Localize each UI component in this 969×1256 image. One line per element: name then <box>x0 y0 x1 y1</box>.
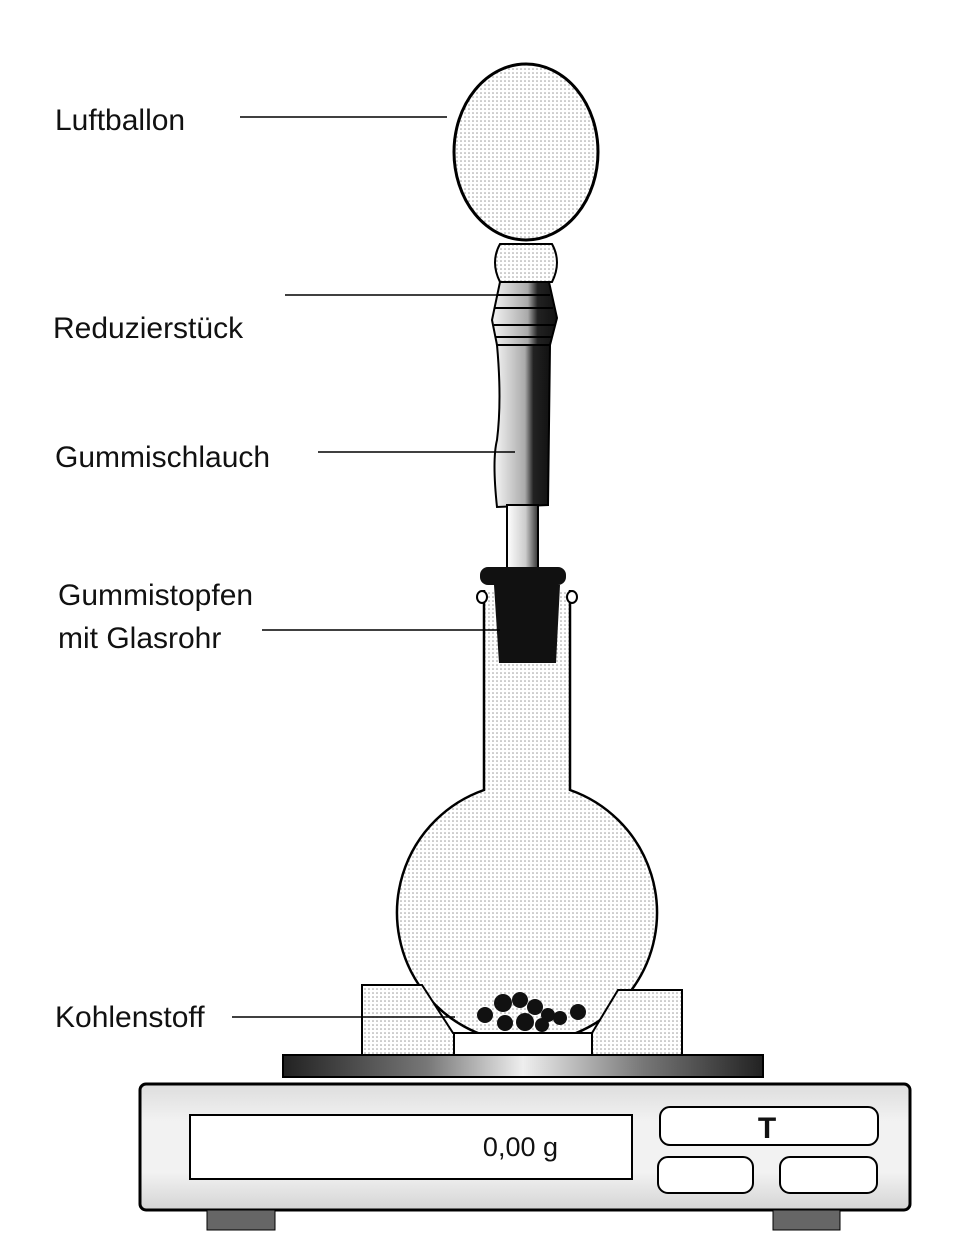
rubber-hose <box>493 344 552 509</box>
scale-foot-left <box>206 1209 276 1231</box>
label-hose: Gummischlauch <box>55 441 270 474</box>
carbon-pieces <box>477 992 586 1032</box>
display-value: 0,00 g <box>483 1132 558 1162</box>
leader-lines <box>232 116 515 1018</box>
scale-display <box>189 1114 633 1180</box>
tare-label: T <box>758 1112 776 1145</box>
reducer-piece <box>490 281 559 346</box>
label-carbon: Kohlenstoff <box>55 1001 205 1034</box>
rubber-stopper <box>480 567 566 663</box>
label-balloon: Luftballon <box>55 104 185 137</box>
scale-foot-right <box>772 1209 841 1231</box>
label-reducer: Reduzierstück <box>53 312 244 345</box>
glass-tube <box>506 504 539 571</box>
balloon <box>452 62 600 283</box>
label-stopper-line1: Gummistopfen <box>58 579 253 612</box>
scale-button-right[interactable] <box>779 1156 878 1194</box>
scale-pan <box>282 1054 764 1078</box>
tare-button[interactable] <box>659 1106 879 1146</box>
label-stopper-line2: mit Glasrohr <box>58 622 221 655</box>
scale-button-left[interactable] <box>657 1156 754 1194</box>
